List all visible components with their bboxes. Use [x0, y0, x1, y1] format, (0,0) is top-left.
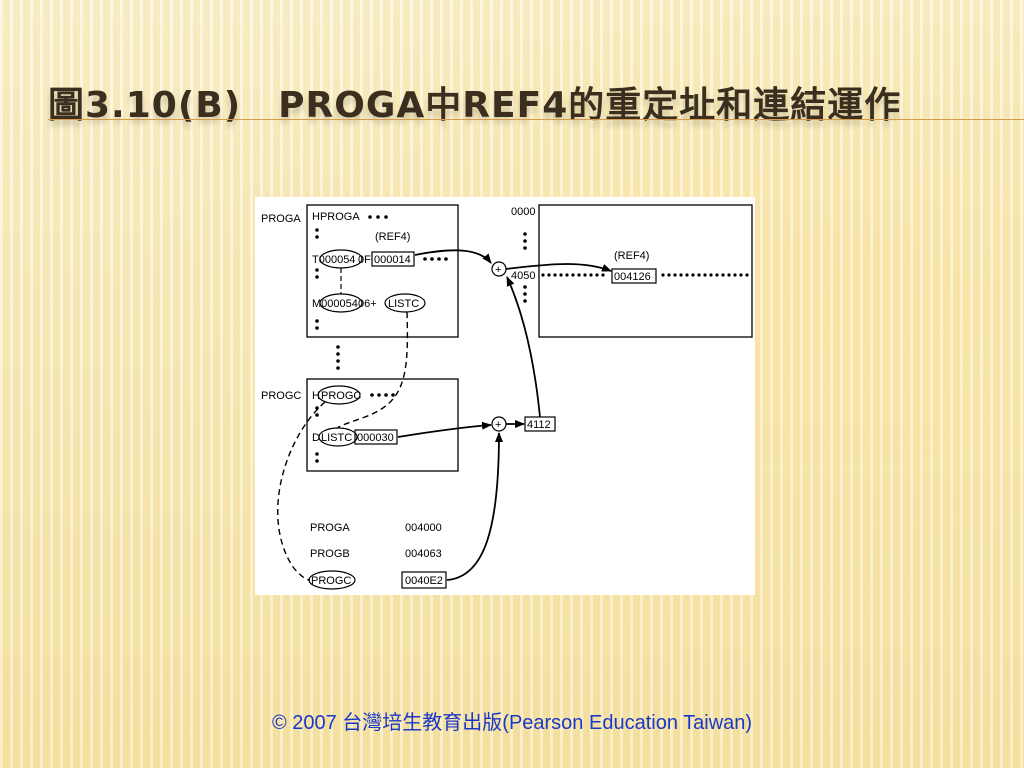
diagram-canvas: PROGA PROGC HPROGA (REF4) T000054 0F 000…	[261, 204, 753, 590]
estab-name-0: PROGA	[310, 522, 350, 534]
adder-top-sign: +	[495, 264, 501, 276]
proga-label: PROGA	[261, 213, 301, 225]
m-record-mid: 06+	[358, 298, 377, 310]
slide-title: 圖3.10(B) PROGA中REF4的重定址和連結運作	[48, 85, 902, 126]
arrow-ref4-to-adder	[414, 249, 492, 264]
progc-dots	[315, 393, 395, 463]
arrow-estab-to-bottom-adder	[446, 432, 503, 581]
adder-bottom-sign: +	[495, 419, 501, 431]
t-record-value: 000014	[374, 254, 411, 266]
link-progc-to-estab	[277, 401, 326, 581]
result-value: 004126	[614, 271, 651, 283]
estab-name-1: PROGB	[310, 548, 350, 560]
title-underline	[48, 119, 1024, 120]
memory-dots	[523, 232, 527, 303]
m-symbol-ellipse	[384, 293, 426, 313]
listc-value-box	[354, 429, 398, 445]
proga-object-box	[306, 204, 459, 338]
ellipsis-dots	[315, 215, 448, 330]
d-record-prefix: D	[312, 432, 320, 444]
ref4-label-left: (REF4)	[375, 231, 410, 243]
between-boxes-dots	[336, 345, 340, 370]
progc-header-symbol: PROGC	[321, 390, 361, 402]
progc-object-box	[306, 378, 459, 472]
memory-address-4050: 4050	[511, 270, 535, 282]
estab-address-0: 004000	[405, 522, 442, 534]
link-m-symbol-to-d-symbol	[337, 311, 409, 429]
copyright-notice: © 2007 台灣培生教育出版(Pearson Education Taiwan…	[271, 712, 753, 734]
estab-address-1: 004063	[405, 548, 442, 560]
sum-value: 4112	[527, 419, 551, 431]
estab-name-2: PROGC	[311, 575, 351, 587]
relocation-linking-diagram: PROGA PROGC HPROGA (REF4) T000054 0F 000…	[255, 197, 755, 595]
progc-header-prefix: H	[312, 390, 320, 402]
ref4-value-box	[371, 251, 415, 267]
progc-header-ellipse	[317, 385, 361, 405]
memory-row-dots	[541, 273, 749, 277]
result-value-box	[611, 268, 657, 284]
proga-header-record: HPROGA	[312, 211, 360, 223]
progc-label: PROGC	[261, 390, 301, 402]
ref4-label-right: (REF4)	[614, 250, 649, 262]
m-record-prefix: M000054	[312, 298, 358, 310]
arrow-listc-to-adder	[397, 421, 492, 438]
memory-start-address: 0000	[511, 206, 535, 218]
m-record-symbol: LISTC	[388, 298, 419, 310]
arrow-sum-to-top-adder	[506, 276, 541, 418]
estab-progc-address-box	[401, 571, 447, 589]
t-record-prefix: T000054	[312, 254, 355, 266]
d-record-value: 000030	[357, 432, 394, 444]
arrow-adder-to-memory	[505, 263, 612, 272]
d-record-symbol: LISTC	[321, 432, 352, 444]
memory-box	[538, 204, 753, 338]
estab-progc-ellipse	[308, 570, 356, 590]
estab-address-2: 0040E2	[405, 575, 443, 587]
